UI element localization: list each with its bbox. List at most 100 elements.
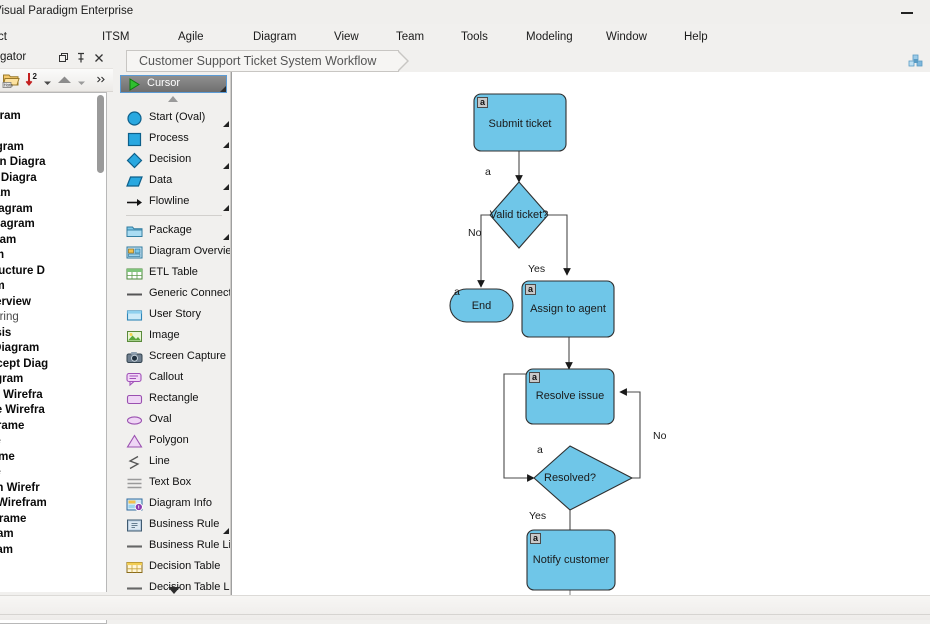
palette-expand-icon[interactable] xyxy=(223,205,229,211)
palette-expand-icon[interactable] xyxy=(223,184,229,190)
sort-descending-icon[interactable]: 2 xyxy=(24,71,42,91)
diagram-canvas[interactable]: Submit ticket Valid ticket? End Assign t… xyxy=(231,72,930,596)
node-submit-ticket[interactable] xyxy=(473,93,567,152)
tree-item[interactable]: omposite Structure D xyxy=(0,264,106,280)
palette-item-screen-capture[interactable]: Screen Capture xyxy=(118,347,230,368)
close-icon[interactable] xyxy=(92,51,106,65)
palette-item-rectangle[interactable]: Rectangle xyxy=(118,389,230,410)
tree-item[interactable]: omponent Diagram xyxy=(0,202,106,218)
palette-item-cursor[interactable]: Cursor xyxy=(120,75,227,93)
node-resolved[interactable] xyxy=(533,445,634,511)
palette-item-start-oval[interactable]: Start (Oval) xyxy=(118,108,230,129)
tree-item[interactable]: equence Diagram xyxy=(0,140,106,156)
tree-item[interactable]: teraction Overview xyxy=(0,295,106,311)
collapse-up-icon[interactable] xyxy=(56,73,73,90)
minimize-button[interactable] xyxy=(896,4,918,20)
palette-item-etl-table[interactable]: ETL Table xyxy=(118,263,230,284)
tree-vertical-scrollbar[interactable] xyxy=(97,95,104,173)
tree-item[interactable]: RC Card Diagram xyxy=(0,372,106,388)
tree-item[interactable]: eployment Diagram xyxy=(0,217,106,233)
sort-dropdown-arrow-icon[interactable] xyxy=(43,77,52,89)
menu-view[interactable]: View xyxy=(334,31,359,43)
node-resolve-issue[interactable] xyxy=(525,368,615,425)
palette-item-process[interactable]: Process xyxy=(118,129,230,150)
menu-itsm[interactable]: ITSM xyxy=(102,31,130,43)
palette-scroll-down[interactable] xyxy=(118,584,230,596)
tree-item[interactable]: uent Design Wirefram xyxy=(0,496,106,512)
tree-item[interactable]: lassian Wireframe xyxy=(0,512,106,528)
tab-customer-support-workflow[interactable]: Customer Support Ticket System Workflow xyxy=(126,50,410,72)
restore-icon[interactable] xyxy=(56,51,70,65)
menu-tools[interactable]: Tools xyxy=(461,31,488,43)
toolbar-overflow-icon[interactable] xyxy=(96,73,108,88)
palette-item-user-story[interactable]: User Story xyxy=(118,305,230,326)
tree-item[interactable]: ming Diagram xyxy=(0,279,106,295)
palette-item-diagram-overview[interactable]: Diagram Overview xyxy=(118,242,230,263)
tree-item[interactable]: hone Wireframe xyxy=(0,450,106,466)
palette-item-decision[interactable]: Decision xyxy=(118,150,230,171)
menu-agile[interactable]: Agile xyxy=(178,31,204,43)
tree-item[interactable]: eb Wireframe xyxy=(0,465,106,481)
tree-item[interactable]: equirement Diagram xyxy=(0,341,106,357)
palette-item-package[interactable]: Package xyxy=(118,221,230,242)
tree-item[interactable]: extual Analysis xyxy=(0,326,106,342)
node-notify-customer[interactable] xyxy=(526,529,616,591)
tree-item[interactable]: ad Wireframe xyxy=(0,434,106,450)
tree-item[interactable]: tate Machine Diagra xyxy=(0,171,106,187)
menu-modeling[interactable]: Modeling xyxy=(526,31,573,43)
node-assign-to-agent[interactable] xyxy=(521,280,615,338)
badge-assign-to-agent: a xyxy=(525,284,536,295)
tree-item[interactable]: ired UI Diagram xyxy=(0,543,106,559)
tree-item[interactable]: aterial Design Wirefr xyxy=(0,481,106,497)
palette-item-generic-connector[interactable]: Generic Connector xyxy=(118,284,230,305)
tree-item[interactable]: ass Diagram xyxy=(0,124,106,140)
palette-item-text-box[interactable]: Text Box xyxy=(118,473,230,494)
palette-item-data[interactable]: Data xyxy=(118,171,230,192)
tree-item[interactable]: usiness Concept Diag xyxy=(0,357,106,373)
badge-submit-ticket: a xyxy=(477,97,488,108)
tree-item[interactable]: ackage Diagram xyxy=(0,233,106,249)
palette-item-image[interactable]: Image xyxy=(118,326,230,347)
palette-expand-icon[interactable] xyxy=(223,121,229,127)
diagram-tree[interactable]: iagramsse Case Diagramass Diagramequence… xyxy=(0,92,107,624)
tree-item[interactable]: te Map Diagram xyxy=(0,527,106,543)
tree-item-label: ommunication Diagra xyxy=(0,156,46,168)
palette-cursor-expand-icon xyxy=(220,86,226,92)
menu-project[interactable]: ct xyxy=(0,31,7,43)
tree-item[interactable]: ements Capturing xyxy=(0,310,106,326)
diagram-cluster-icon[interactable] xyxy=(908,53,924,69)
palette-item-decision-table[interactable]: Decision Table xyxy=(118,557,230,578)
menu-window[interactable]: Window xyxy=(606,31,647,43)
collapse-dropdown-arrow-icon[interactable] xyxy=(77,77,86,89)
palette-item-flowline[interactable]: Flowline xyxy=(118,192,230,213)
edge-valid-assign xyxy=(548,214,571,276)
node-end[interactable] xyxy=(449,288,514,323)
menu-diagram[interactable]: Diagram xyxy=(253,31,297,43)
tree-item[interactable]: ndroid Tablet Wirefra xyxy=(0,388,106,404)
palette-expand-icon[interactable] xyxy=(223,163,229,169)
tree-item[interactable]: ommunication Diagra xyxy=(0,155,106,171)
tree-item[interactable]: iagrams xyxy=(0,93,106,109)
tree-item[interactable]: ctivity Diagram xyxy=(0,186,106,202)
palette-item-callout[interactable]: Callout xyxy=(118,368,230,389)
tree-item[interactable]: esktop Wireframe xyxy=(0,419,106,435)
palette-item-polygon[interactable]: Polygon xyxy=(118,431,230,452)
pin-icon[interactable] xyxy=(74,51,88,65)
palette-expand-icon[interactable] xyxy=(223,234,229,240)
palette-item-oval[interactable]: Oval xyxy=(118,410,230,431)
palette-expand-icon[interactable] xyxy=(223,528,229,534)
tree-item[interactable]: ndroid Phone Wirefra xyxy=(0,403,106,419)
palette-item-line[interactable]: Line xyxy=(118,452,230,473)
open-folder-icon[interactable]: Hora xyxy=(2,71,20,91)
palette-expand-icon[interactable] xyxy=(223,142,229,148)
node-valid-ticket[interactable] xyxy=(489,181,549,249)
tree-item[interactable]: bject Diagram xyxy=(0,248,106,264)
palette-item-business-rule-link[interactable]: Business Rule Link xyxy=(118,536,230,557)
menu-team[interactable]: Team xyxy=(396,31,425,43)
palette-item-business-rule[interactable]: Business Rule xyxy=(118,515,230,536)
tree-item[interactable]: se Case Diagram xyxy=(0,109,106,125)
palette-scroll-up[interactable] xyxy=(118,93,230,105)
menu-help[interactable]: Help xyxy=(684,31,708,43)
